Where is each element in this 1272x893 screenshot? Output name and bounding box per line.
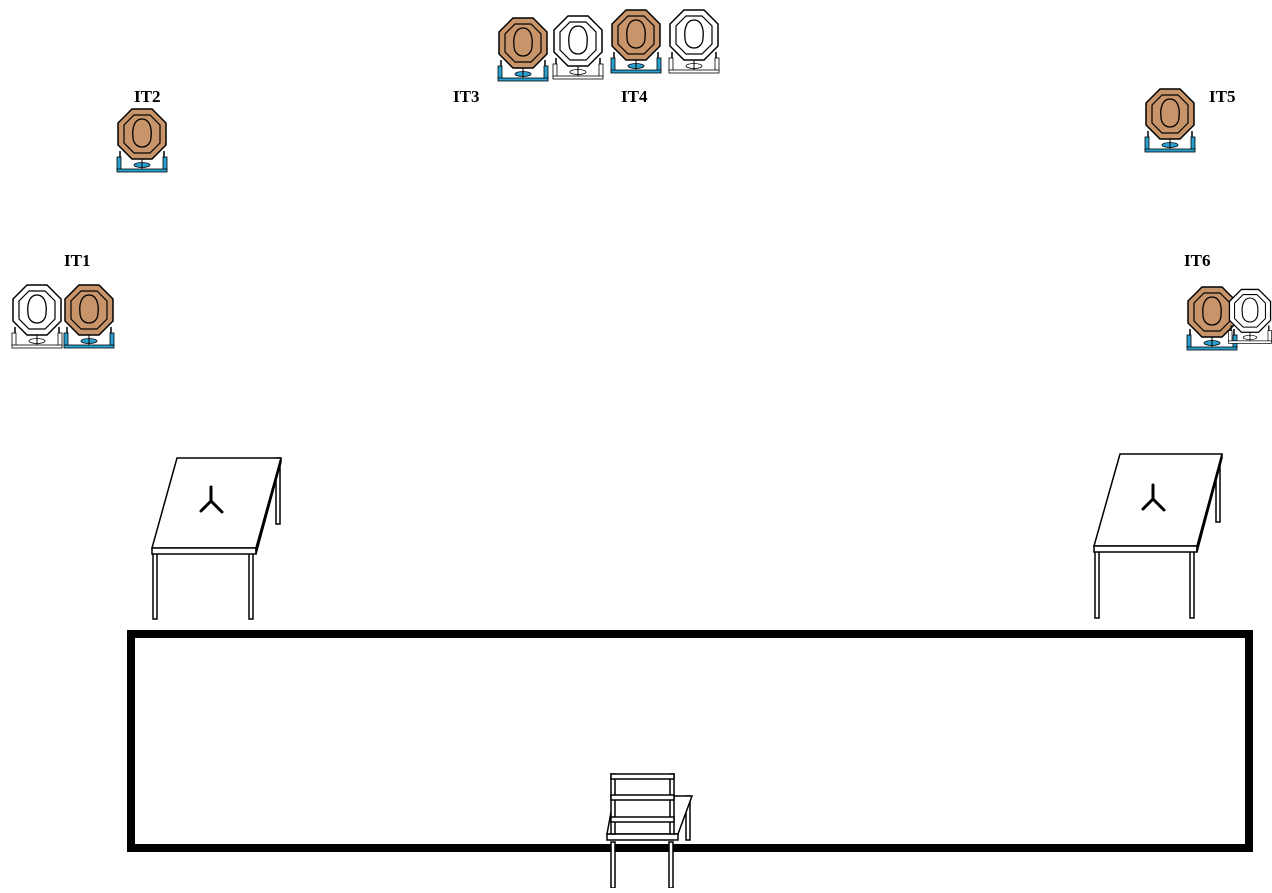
paper-target-icon xyxy=(669,10,719,73)
paper-target-icon xyxy=(12,285,62,348)
label-it3: IT3 xyxy=(453,88,479,105)
metal-target-icon xyxy=(64,285,114,348)
target-group-it4 xyxy=(611,10,719,73)
table-right xyxy=(1094,454,1222,618)
target-group-it5 xyxy=(1145,89,1195,152)
metal-target-icon xyxy=(611,10,661,73)
table-left xyxy=(152,458,281,619)
target-group-it2 xyxy=(117,109,167,172)
paper-target-icon xyxy=(553,16,603,79)
metal-target-icon xyxy=(498,18,548,81)
chair-icon xyxy=(607,774,692,888)
label-it5: IT5 xyxy=(1209,88,1235,105)
metal-target-icon xyxy=(117,109,167,172)
label-it1: IT1 xyxy=(64,252,90,269)
label-it2: IT2 xyxy=(134,88,160,105)
metal-target-icon xyxy=(1145,89,1195,152)
label-it6: IT6 xyxy=(1184,252,1210,269)
target-group-it3 xyxy=(498,16,603,81)
target-group-it1 xyxy=(12,285,114,348)
label-it4: IT4 xyxy=(621,88,647,105)
target-group-it6 xyxy=(1187,287,1271,350)
